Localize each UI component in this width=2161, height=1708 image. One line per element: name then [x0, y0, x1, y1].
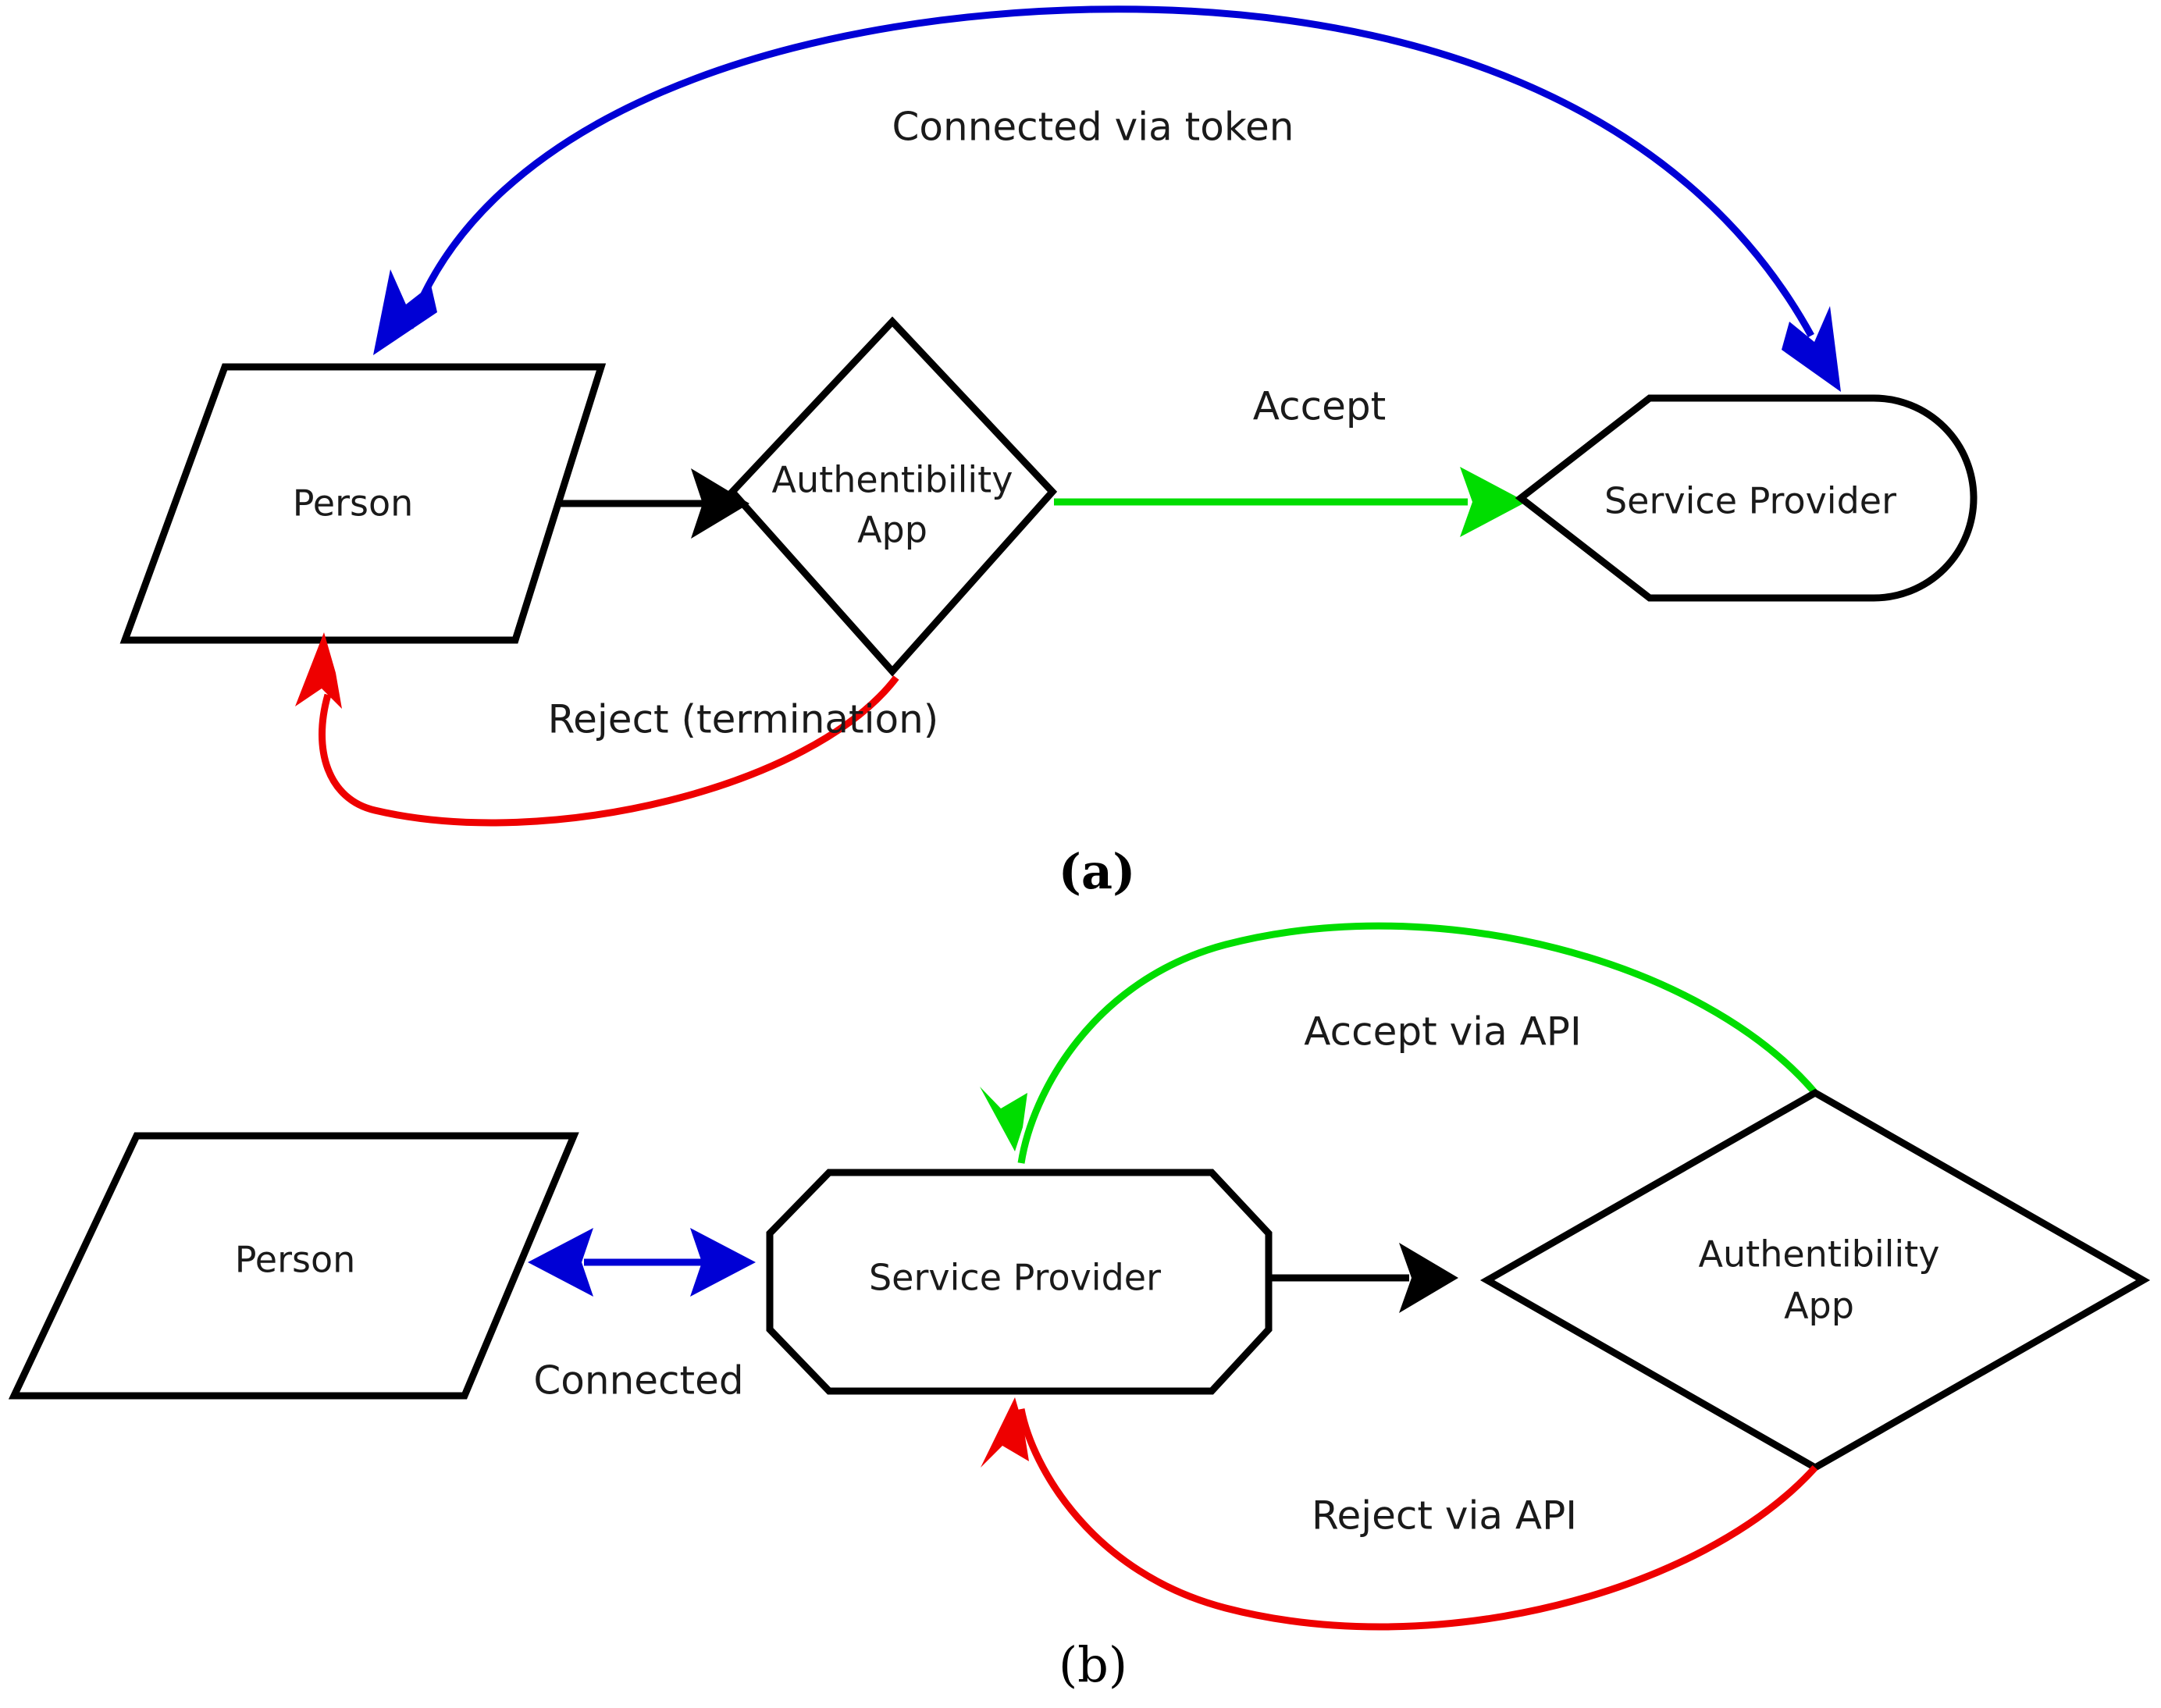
- sp-a-shape[interactable]: [1515, 394, 1978, 602]
- edge-token-a-arrowhead-right: [1782, 306, 1841, 392]
- edge-reject-api-b-label: Reject via API: [1312, 1493, 1577, 1539]
- person-a-label: Person: [293, 482, 414, 525]
- sp-a-label: Service Provider: [1604, 480, 1896, 522]
- panel-a: Connected via token Person Authentibilit…: [119, 5, 1978, 900]
- edge-token-a-label: Connected via token: [892, 105, 1294, 150]
- panel-b: Accept via API Person Connected Service …: [8, 922, 2151, 1693]
- edge-sp-to-app-b-arrowhead: [1399, 1243, 1458, 1313]
- edge-accept-api-b-arrowhead: [980, 1087, 1027, 1151]
- edge-token-a-arrowhead-left: [373, 269, 437, 355]
- edge-token-a-line: [406, 5, 1814, 338]
- sp-b-shape[interactable]: [766, 1169, 1273, 1395]
- app-b-label-line1: Authentibility: [1699, 1233, 1940, 1276]
- sp-b-label: Service Provider: [869, 1257, 1161, 1299]
- app-b-label-line2: App: [1784, 1285, 1854, 1327]
- person-b-label: Person: [235, 1239, 356, 1281]
- edge-reject-api-b-line: [1017, 1408, 1818, 1631]
- edge-reject-api-b-arrowhead: [981, 1397, 1029, 1468]
- edge-accept-api-b-line: [1017, 922, 1818, 1164]
- edge-app-accept-a-label: Accept: [1253, 384, 1386, 429]
- edge-connected-b-label: Connected: [533, 1358, 743, 1404]
- app-a-shape[interactable]: [727, 316, 1058, 677]
- edge-accept-api-b-label: Accept via API: [1304, 1009, 1581, 1055]
- app-a-label-line2: App: [857, 509, 927, 551]
- app-b-shape[interactable]: [1479, 1088, 2151, 1472]
- edge-app-reject-a-line: [319, 675, 899, 827]
- edge-connected-b-arrowhead-left: [528, 1228, 593, 1297]
- person-b-shape[interactable]: [8, 1132, 579, 1400]
- edge-app-accept-a-arrowhead: [1460, 467, 1526, 537]
- edge-connected-b-arrowhead-right: [690, 1228, 756, 1297]
- app-a-label-line1: Authentibility: [772, 459, 1013, 501]
- panel-b-caption: (b): [1059, 1636, 1127, 1693]
- panel-a-caption: (a): [1059, 843, 1136, 900]
- edge-app-reject-a-arrowhead: [295, 632, 342, 709]
- person-a-shape[interactable]: [119, 363, 607, 644]
- edge-person-to-app-a-arrowhead: [691, 468, 749, 539]
- edge-app-reject-a-label: Reject (termination): [548, 697, 939, 742]
